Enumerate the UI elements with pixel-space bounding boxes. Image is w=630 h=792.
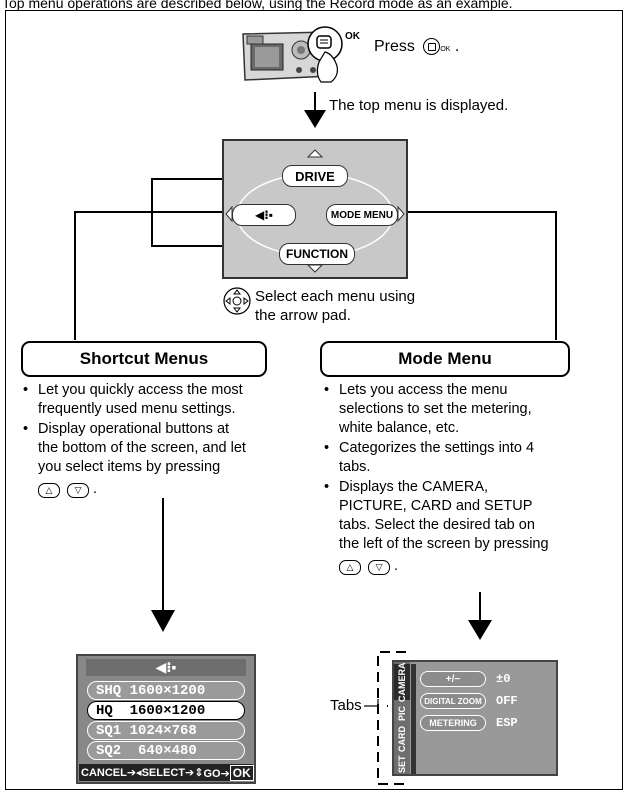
mode-menu-screen: CAMERA PIC CARD SET +/− ±0 DIGITAL ZOOM … (392, 660, 558, 776)
list-item: Displays the CAMERA,PICTURE, CARD and SE… (323, 478, 603, 576)
mode-row-digital-zoom[interactable]: DIGITAL ZOOM OFF (420, 692, 518, 710)
mode-row-exposure[interactable]: +/− ±0 (420, 670, 510, 688)
top-menu-screen: DRIVE ◀⁝▪ MODE MENU FUNCTION (222, 139, 408, 279)
menu-drive-button[interactable]: DRIVE (282, 165, 348, 187)
top-menu-displayed-text: The top menu is displayed. (329, 97, 509, 114)
shortcut-screen-title-icon: ◀⁝▪ (86, 659, 246, 676)
tab-camera[interactable]: CAMERA (394, 662, 410, 702)
press-text: Press OK . (374, 38, 460, 56)
menu-function-button[interactable]: FUNCTION (279, 243, 355, 265)
image-quality-item[interactable]: SQ2 640×480 (87, 741, 245, 760)
arrow-pad-text-1: Select each menu using (255, 288, 416, 305)
image-quality-item[interactable]: SHQ 1600×1200 (87, 681, 245, 700)
up-arrow-button-icon: △ (38, 483, 60, 498)
tabs-pointer (364, 699, 379, 713)
camera-illustration (242, 26, 343, 83)
image-quality-item-selected[interactable]: HQ 1600×1200 (87, 701, 245, 720)
diagram-frame (5, 10, 623, 790)
arrow-down-2 (151, 610, 175, 632)
shortcut-bullets: Let you quickly access the mostfrequentl… (22, 381, 292, 500)
arrow-down-3 (468, 620, 492, 640)
mode-row-metering[interactable]: METERING ESP (420, 714, 518, 732)
tab-setup[interactable]: SET (397, 755, 407, 773)
down-arrow-button-icon: ▽ (368, 560, 391, 575)
shortcut-menu-screen: ◀⁝▪ SHQ 1600×1200 HQ 1600×1200 SQ1 1024×… (76, 654, 256, 784)
camera-ok-label: OK (345, 31, 360, 42)
tabs-label: Tabs (330, 697, 362, 714)
tab-card[interactable]: CARD (397, 726, 407, 752)
top-caption: Top menu operations are described below,… (2, 0, 513, 11)
down-arrow-button-icon: ▽ (67, 483, 90, 498)
up-arrow-button-icon: △ (339, 560, 361, 575)
tab-picture[interactable]: PIC (397, 705, 407, 721)
shortcut-menus-heading: Shortcut Menus (21, 341, 267, 377)
ok-button-icon (423, 38, 441, 56)
arrow-down-1 (304, 110, 326, 128)
menu-shortcut-button[interactable]: ◀⁝▪ (232, 204, 296, 226)
arrow-pad-icon (223, 287, 251, 315)
arrow-pad-text-2: the arrow pad. (255, 307, 351, 324)
tab-divider (411, 664, 416, 774)
shortcut-menu-icon: ◀⁝▪ (254, 208, 274, 222)
list-item: Let you quickly access the mostfrequentl… (22, 381, 292, 419)
menu-mode-menu-button[interactable]: MODE MENU (326, 204, 398, 226)
exposure-compensation-icon: +/− (420, 671, 486, 687)
shortcut-screen-footer: CANCEL➔◂ SELECT➔⇕ GO➔OK (79, 764, 254, 781)
mode-menu-heading: Mode Menu (320, 341, 570, 377)
image-quality-item[interactable]: SQ1 1024×768 (87, 721, 245, 740)
